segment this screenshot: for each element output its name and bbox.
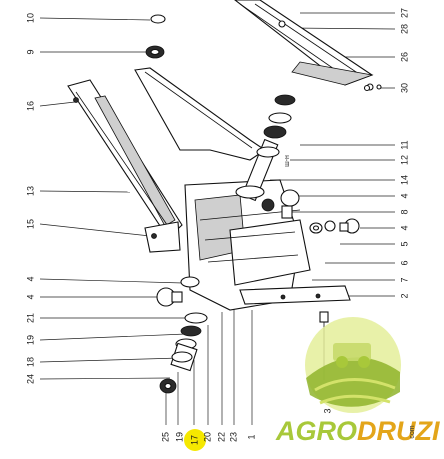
part-label: 19 bbox=[174, 432, 184, 442]
part-label: 13 bbox=[25, 186, 35, 196]
part-label: 25 bbox=[160, 432, 170, 442]
part-label: 27 bbox=[399, 8, 409, 18]
part-label: 21 bbox=[25, 313, 35, 323]
parts-drawing bbox=[67, 0, 382, 394]
watermark-suffix: com bbox=[409, 425, 416, 438]
part-label: 14 bbox=[399, 175, 409, 185]
part-label: 1 bbox=[246, 434, 256, 439]
part-label: 8 bbox=[399, 209, 409, 214]
part-label: 7 bbox=[399, 277, 409, 282]
ring-part bbox=[150, 14, 166, 24]
part-label: 28 bbox=[399, 24, 409, 34]
watermark-text: AGRODRUZI bbox=[275, 416, 440, 446]
back-plate bbox=[134, 67, 266, 161]
part-label: 6 bbox=[399, 260, 409, 265]
part-label: 15 bbox=[25, 219, 35, 229]
part-label: 4 bbox=[25, 294, 35, 299]
highlight-marker bbox=[184, 429, 206, 451]
part-label: 22 bbox=[216, 432, 226, 442]
part-label: 19 bbox=[25, 335, 35, 345]
part-label: 24 bbox=[25, 374, 35, 384]
part-label: 9 bbox=[25, 49, 35, 54]
part-label: 4 bbox=[399, 193, 409, 198]
part-label: 3 bbox=[322, 408, 332, 413]
part-label: 11 bbox=[399, 140, 409, 149]
bracket-part bbox=[239, 285, 351, 305]
part-label: 23 bbox=[228, 432, 238, 442]
part-labels-left: 10 9 16 13 15 4 4 21 19 18 24 bbox=[25, 13, 35, 384]
part-label: 20 bbox=[202, 432, 212, 442]
part-label: 26 bbox=[399, 52, 409, 62]
lower-ring-part bbox=[184, 312, 208, 324]
part-label: 2 bbox=[399, 293, 409, 298]
part-labels-bottom: 25 19 17 20 22 23 1 bbox=[160, 432, 256, 445]
leader-lines bbox=[39, 12, 396, 425]
bolt-part bbox=[319, 311, 329, 323]
part-label: 16 bbox=[25, 101, 35, 111]
part-labels-right: 27 28 26 30 11 12 14 4 8 4 5 6 7 2 3 bbox=[322, 8, 409, 414]
knob-part bbox=[280, 189, 300, 207]
agrodruzi-logo bbox=[305, 317, 401, 413]
part-label: 18 bbox=[25, 357, 35, 367]
small-mark: ш-н bbox=[284, 155, 291, 167]
part-label: 30 bbox=[399, 83, 409, 93]
part-label: 10 bbox=[25, 13, 35, 23]
part-label-highlighted: 17 bbox=[189, 435, 199, 445]
part-label: 5 bbox=[399, 241, 409, 246]
part-label: 12 bbox=[399, 155, 409, 165]
part-label: 4 bbox=[25, 276, 35, 281]
part-label: 4 bbox=[399, 225, 409, 230]
